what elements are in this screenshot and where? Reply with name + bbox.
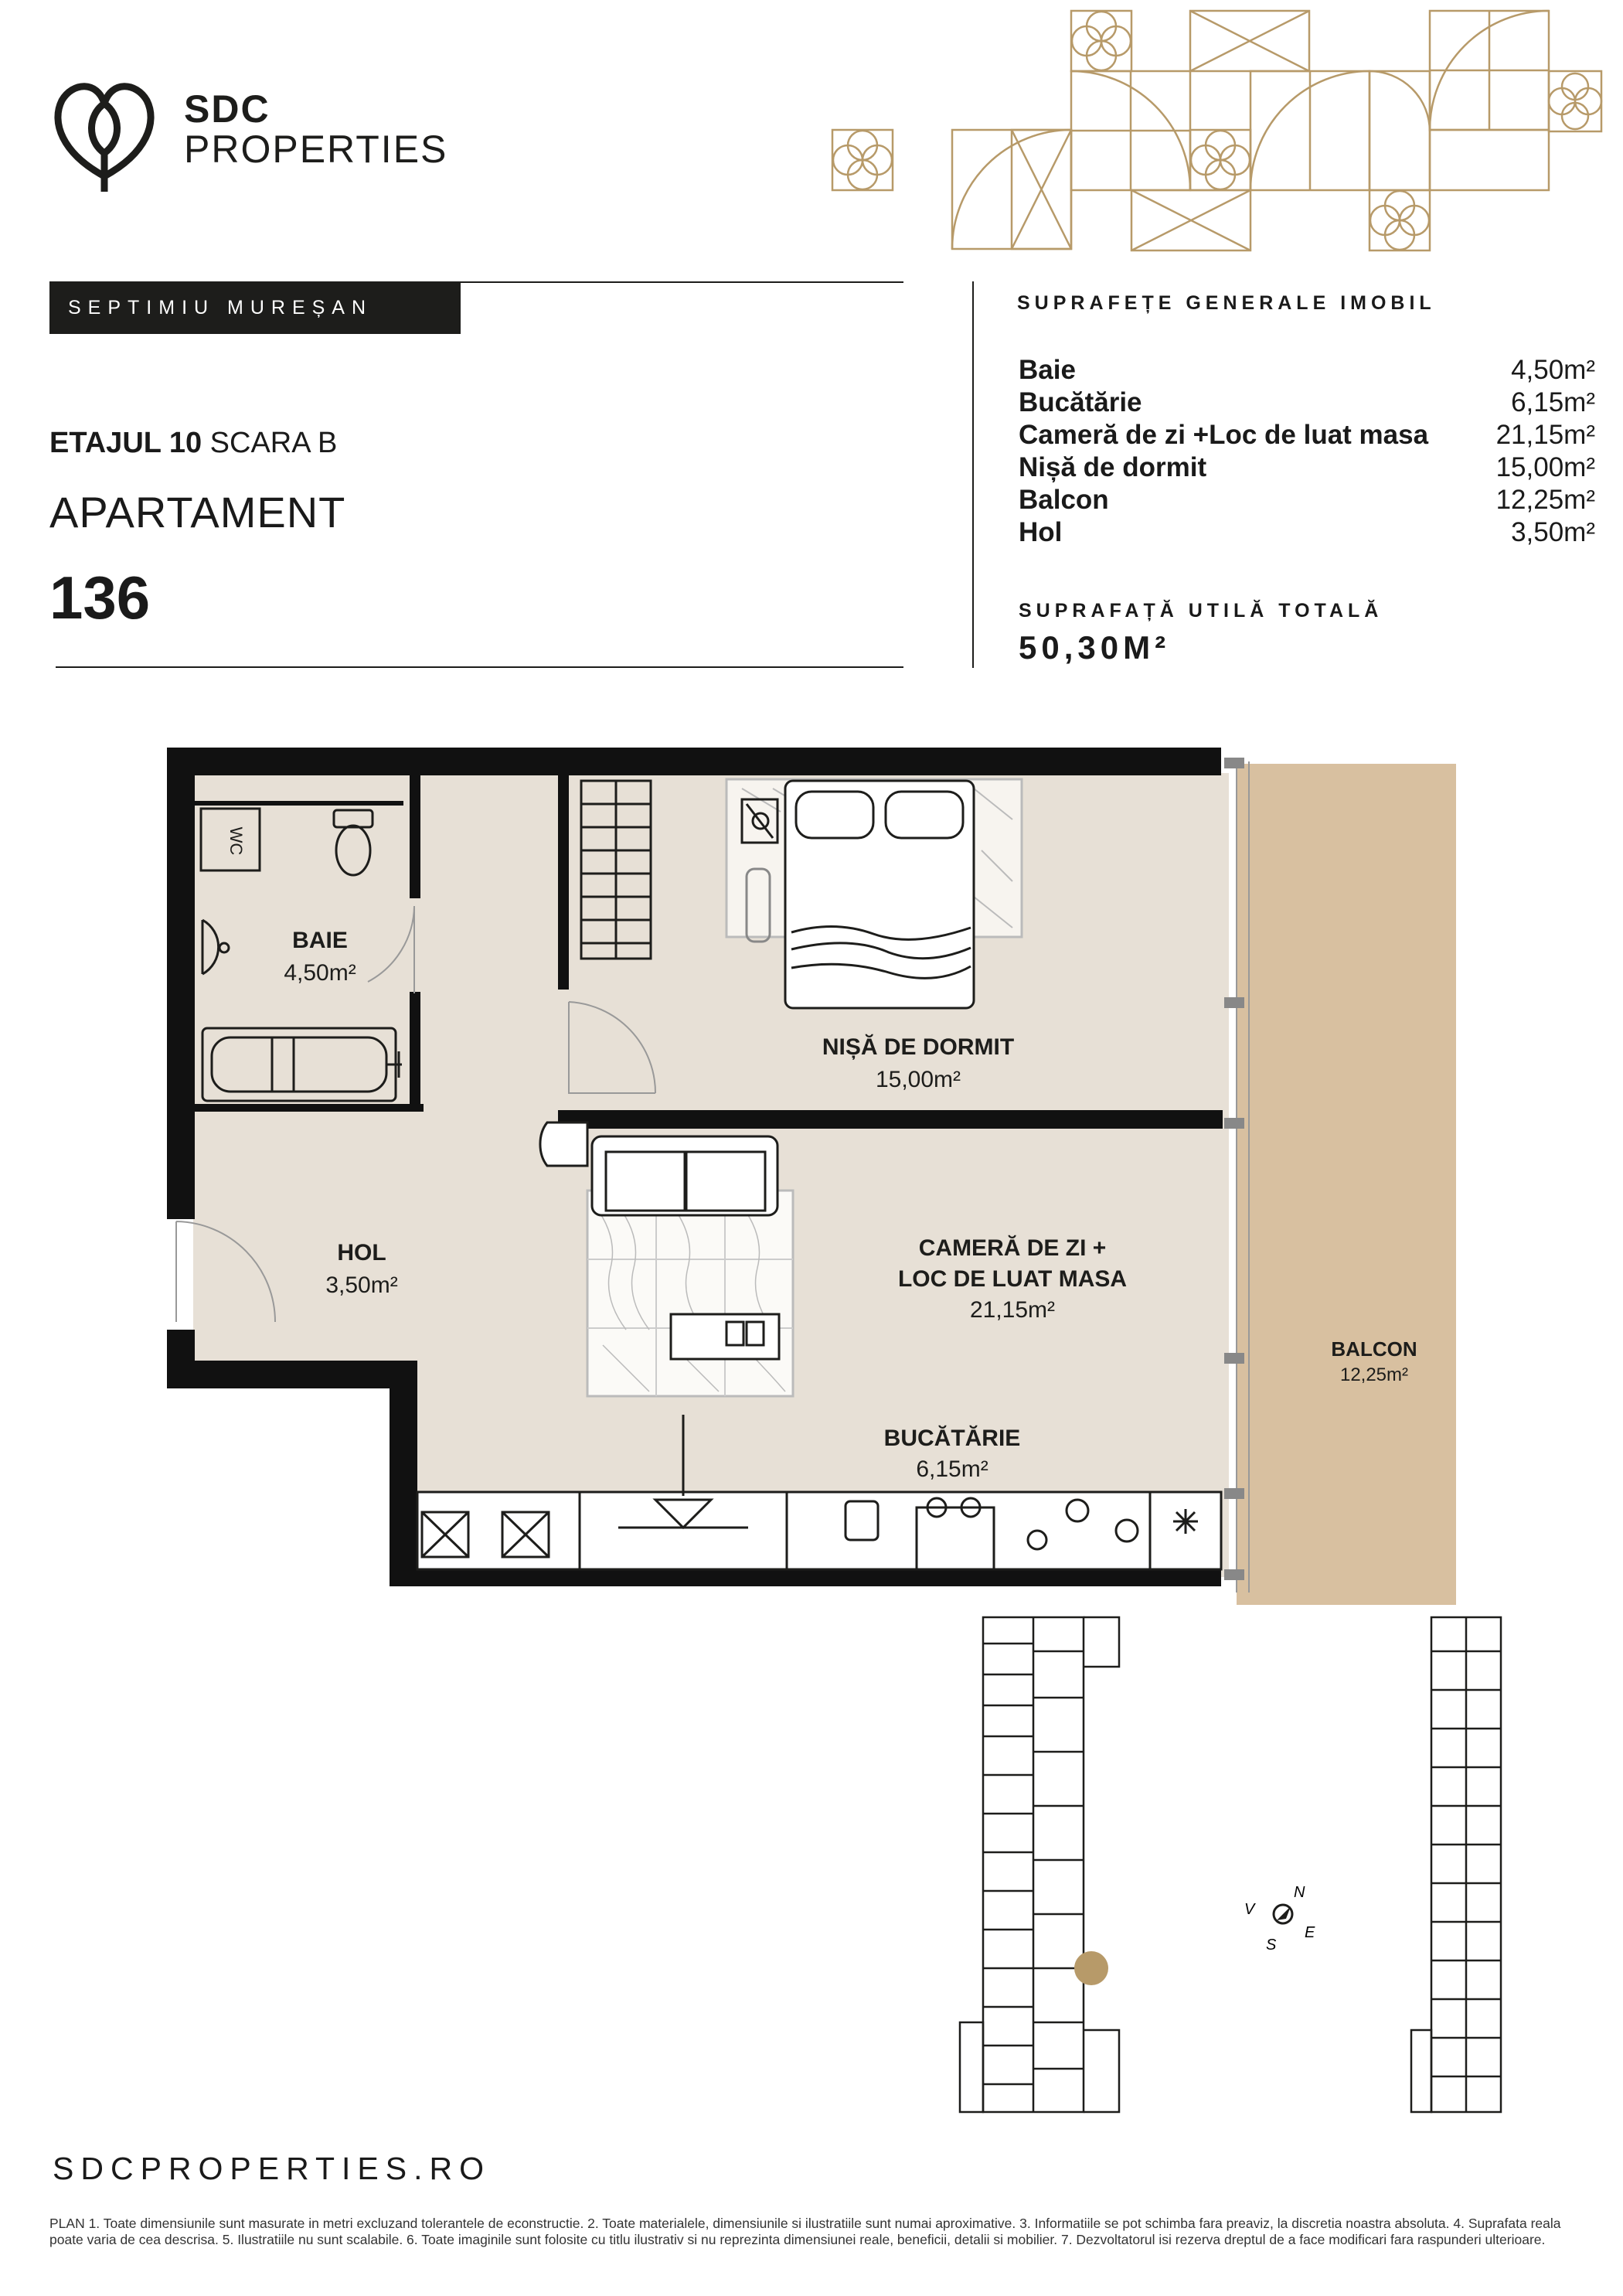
disclaimer-text: PLAN 1. Toate dimensiunile sunt masurate…: [49, 2216, 1561, 2247]
room-area-hol: 3,50m²: [325, 1272, 397, 1298]
header-divider-bottom: [56, 666, 903, 668]
compass-s: S: [1266, 1937, 1277, 1954]
room-name-bucatarie: BUCĂTĂRIE: [884, 1425, 1021, 1451]
total-area-title: SUPRAFAȚĂ UTILĂ TOTALĂ: [1019, 600, 1383, 622]
website-link[interactable]: SDCPROPERTIES.RO: [53, 2151, 491, 2186]
room-name-camera-line1: CAMERĂ DE ZI +: [919, 1235, 1107, 1261]
apartment-type: APARTAMENT: [49, 488, 346, 537]
unit-location-marker-icon: [1074, 1951, 1108, 1985]
floor-plan: WC: [167, 748, 1456, 1605]
brand-name-line1: SDC: [184, 87, 270, 131]
floor-stair-label: ETAJUL 10 SCARA B: [49, 427, 337, 460]
areas-title: SUPRAFEȚE GENERALE IMOBIL: [1017, 292, 1436, 314]
room-name-camera-line2: LOC DE LUAT MASA: [898, 1266, 1127, 1292]
header-vertical-divider: [972, 281, 974, 668]
sdc-logo-icon: [54, 83, 155, 192]
brand-name-line2: PROPERTIES: [184, 128, 448, 171]
header-divider-top: [49, 281, 903, 283]
room-area-balcon: 12,25m²: [1340, 1364, 1408, 1385]
stair-label: SCARA B: [209, 427, 338, 459]
room-area-baie: 4,50m²: [284, 960, 356, 986]
room-name-baie: BAIE: [292, 928, 348, 953]
compass-e: E: [1305, 1924, 1315, 1941]
geometric-ornament-icon: [831, 9, 1603, 252]
balcony-area: [1237, 764, 1456, 1605]
room-name-balcon: BALCON: [1331, 1337, 1417, 1361]
room-area-bucatarie: 6,15m²: [916, 1456, 988, 1482]
room-name-hol: HOL: [337, 1240, 386, 1266]
project-name-badge: SEPTIMIU MUREȘAN: [49, 281, 461, 334]
floor-label: ETAJUL 10: [49, 427, 202, 459]
building-key-plan: N V E S: [958, 1616, 1502, 2114]
room-area-nisa: 15,00m²: [876, 1067, 961, 1092]
total-area-value: 50,30M²: [1019, 629, 1171, 666]
room-name-nisa: NIȘĂ DE DORMIT: [822, 1034, 1014, 1060]
room-area-camera: 21,15m²: [970, 1297, 1055, 1323]
compass-icon: N V E S: [1244, 1884, 1315, 1954]
compass-v: V: [1244, 1901, 1256, 1918]
wc-label: WC: [226, 827, 246, 856]
compass-n: N: [1294, 1884, 1305, 1901]
apartment-number: 136: [49, 564, 151, 632]
